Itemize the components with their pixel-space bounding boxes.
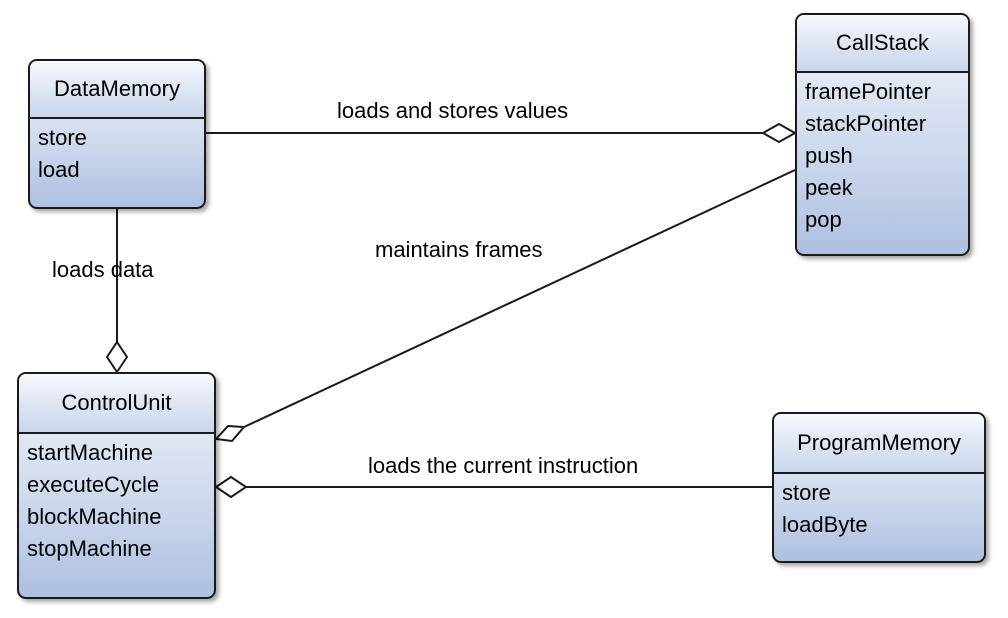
aggregation-diamond-controlunit-right (213, 424, 247, 443)
aggregation-diamond-controlunit-top (105, 340, 129, 374)
class-name: ControlUnit (19, 374, 214, 434)
class-name: DataMemory (30, 61, 204, 119)
operation-item: startMachine (27, 440, 153, 465)
operation-item: pop (805, 207, 842, 232)
operation-item: load (38, 157, 80, 182)
operations-compartment: framePointer stackPointer push peek pop (797, 73, 968, 236)
aggregation-diamond-callstack (760, 122, 798, 144)
aggregation-diamond-controlunit-bottom (214, 475, 248, 499)
edge-callstack-controlunit[interactable] (243, 169, 796, 428)
class-title: CallStack (836, 30, 929, 55)
operation-item: executeCycle (27, 472, 160, 497)
class-call-stack[interactable]: CallStack framePointer stackPointer push… (795, 13, 970, 256)
operation-item: push (805, 143, 853, 168)
operations-compartment: store loadByte (774, 474, 984, 541)
label-loads-and-stores-values: loads and stores values (337, 98, 569, 123)
class-title: ProgramMemory (797, 430, 961, 455)
operations-compartment: startMachine executeCycle blockMachine s… (19, 434, 214, 565)
operation-item: stackPointer (805, 111, 927, 136)
class-name: ProgramMemory (774, 414, 984, 474)
operation-item: peek (805, 175, 853, 200)
operation-item: store (782, 480, 831, 505)
class-title: DataMemory (54, 76, 180, 101)
class-name: CallStack (797, 15, 968, 73)
operation-item: stopMachine (27, 536, 152, 561)
label-maintains-frames: maintains frames (375, 237, 543, 262)
label-loads-data: loads data (52, 257, 154, 282)
operation-item: framePointer (805, 79, 931, 104)
operation-item: loadByte (782, 512, 868, 537)
label-loads-current-instruction: loads the current instruction (368, 453, 639, 478)
class-data-memory[interactable]: DataMemory store load (28, 59, 206, 209)
operations-compartment: store load (30, 119, 204, 186)
class-title: ControlUnit (61, 390, 172, 415)
operation-item: blockMachine (27, 504, 162, 529)
operation-item: store (38, 125, 87, 150)
class-control-unit[interactable]: ControlUnit startMachine executeCycle bl… (17, 372, 216, 599)
class-program-memory[interactable]: ProgramMemory store loadByte (772, 412, 986, 563)
